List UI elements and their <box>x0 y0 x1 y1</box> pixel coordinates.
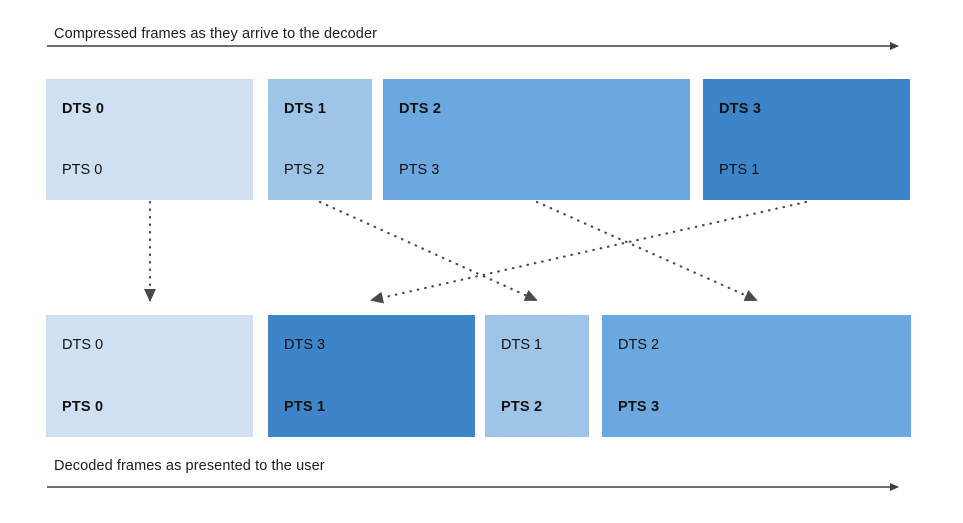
decoded-frame-1-pts: PTS 1 <box>284 399 326 415</box>
compressed-frame-0-dts: DTS 0 <box>62 101 105 117</box>
compressed-frame-3-pts: PTS 1 <box>719 162 760 178</box>
decoded-frame-3[interactable]: DTS 2 PTS 3 <box>602 315 911 437</box>
compressed-frame-3-dts: DTS 3 <box>719 101 762 117</box>
reorder-connectors <box>144 200 808 304</box>
compressed-frame-0[interactable]: DTS 0 PTS 0 <box>46 79 253 200</box>
decoded-frame-2[interactable]: DTS 1 PTS 2 <box>485 315 589 437</box>
decoded-frame-0-pts: PTS 0 <box>62 399 104 415</box>
compressed-frame-3[interactable]: DTS 3 PTS 1 <box>703 79 910 200</box>
bottom-caption: Decoded frames as presented to the user <box>54 458 325 474</box>
compressed-frame-0-pts: PTS 0 <box>62 162 103 178</box>
decoded-frame-1[interactable]: DTS 3 PTS 1 <box>268 315 475 437</box>
connector-dts3-to-pts1 <box>370 200 808 304</box>
decoded-frame-1-dts: DTS 3 <box>284 337 326 353</box>
decoded-frame-3-pts: PTS 3 <box>618 399 660 415</box>
compressed-frame-1-dts: DTS 1 <box>284 101 327 117</box>
decoded-frame-3-dts: DTS 2 <box>618 337 660 353</box>
compressed-frame-2-pts: PTS 3 <box>399 162 440 178</box>
compressed-frame-2-dts: DTS 2 <box>399 101 442 117</box>
top-caption: Compressed frames as they arrive to the … <box>54 26 378 42</box>
decoded-frame-2-pts: PTS 2 <box>501 399 543 415</box>
decoded-frame-2-dts: DTS 1 <box>501 337 543 353</box>
compressed-frame-1[interactable]: DTS 1 PTS 2 <box>268 79 372 200</box>
decoded-frame-0[interactable]: DTS 0 PTS 0 <box>46 315 253 437</box>
connector-dts1-to-pts2 <box>318 200 538 302</box>
compressed-frame-2[interactable]: DTS 2 PTS 3 <box>383 79 690 200</box>
compressed-frame-1-pts: PTS 2 <box>284 162 325 178</box>
connector-dts2-to-pts3 <box>535 200 758 302</box>
decoded-frame-0-dts: DTS 0 <box>62 337 104 353</box>
